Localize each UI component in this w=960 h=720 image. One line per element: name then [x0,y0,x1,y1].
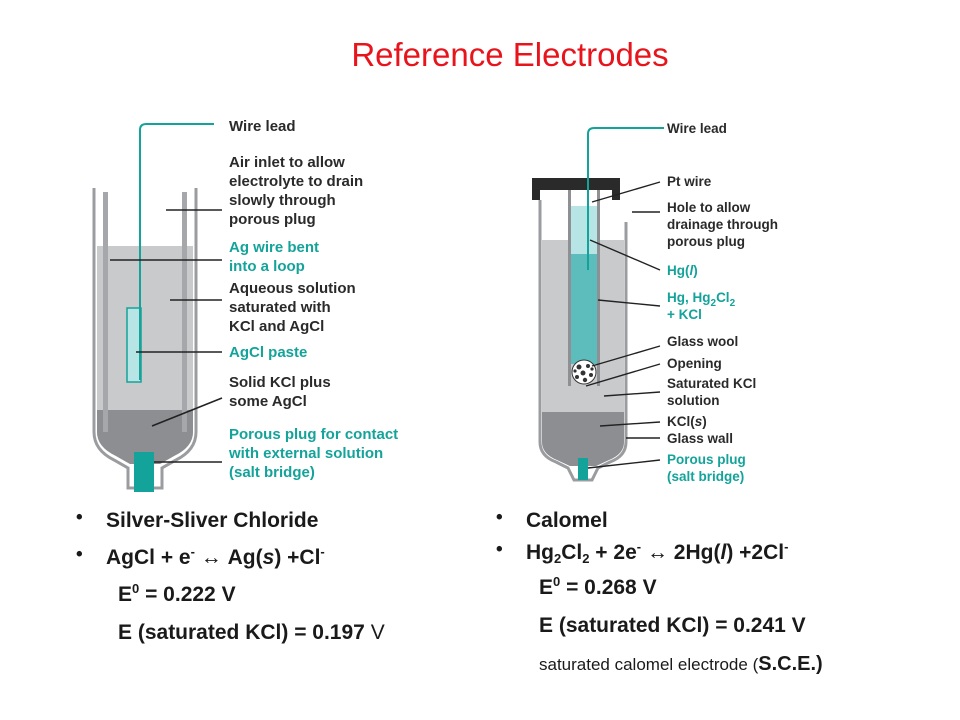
bullet-dot: • [496,539,503,560]
label-hg-mixture-2: + KCl [667,307,702,322]
air-inlet [160,198,172,210]
label-solid-kcl-2: some AgCl [229,393,307,410]
label-ag-wire-2: into a loop [229,258,305,275]
silver-chloride-reaction: AgCl + e- ↔ Ag(s) +Cl- [106,544,325,569]
drainage-hole [618,204,632,218]
glass-wool [571,359,597,385]
label-ag-wire-1: Ag wire bent [229,239,319,256]
silver-wire [139,123,214,380]
inner-tube-paste [571,254,597,364]
inner-tube-left-wall [103,192,108,432]
inner-tube-right-wall [182,192,187,432]
label-aqueous-1: Aqueous solution [229,280,356,297]
label-hg-mixture-1: Hg, Hg2Cl2 [667,290,736,309]
porous-plug [134,452,154,492]
label-hole-2: drainage through [667,217,778,232]
calomel-heading: Calomel [526,509,608,532]
solid-kcl-layer [97,410,193,464]
calomel-reaction: Hg2Cl2 + 2e- ↔ 2Hg(l) +2Cl- [526,539,789,566]
agcl-paste [126,307,142,383]
kcl-solid-layer [542,412,624,466]
aqueous-solution [97,246,193,464]
silver-chloride-heading: Silver-Sliver Chloride [106,509,319,532]
label-glass-wool: Glass wool [667,334,738,349]
calomel-sce-note: saturated calomel electrode (S.C.E.) [539,653,823,675]
inner-tube-left-wall [568,190,571,386]
label-air-inlet-3: slowly through [229,192,336,209]
label-porous-plug-2: (salt bridge) [667,469,744,484]
pt-wire [587,127,664,270]
label-wire-lead: Wire lead [229,118,296,135]
label-opening: Opening [667,356,722,371]
label-solid-kcl-1: Solid KCl plus [229,374,331,391]
label-pt-wire: Pt wire [667,174,712,189]
label-saturated-kcl-2: solution [667,393,720,408]
inner-tube-right-wall [597,190,600,386]
bullet-silver-chloride-reaction: • AgCl + e- ↔ Ag(s) +Cl- [76,544,325,570]
bullet-dot: • [76,507,83,528]
inner-tube-hg [571,206,597,254]
bullet-calomel: • Calomel [496,507,608,533]
calomel-e0: E0 = 0.268 V [539,574,657,599]
label-porous-2: with external solution [228,445,383,462]
label-hg-liquid: Hg(l) [667,263,698,278]
porous-plug [578,458,588,480]
label-glass-wall: Glass wall [667,431,733,446]
label-air-inlet-1: Air inlet to allow [229,154,345,171]
label-porous-1: Porous plug for contact [229,426,398,443]
silver-chloride-e-saturated: E (saturated KCl) = 0.197 V [118,621,385,644]
label-aqueous-2: saturated with [229,299,331,316]
label-air-inlet-2: electrolyte to drain [229,173,363,190]
bullet-dot: • [496,507,503,528]
label-saturated-kcl-1: Saturated KCl [667,376,756,391]
right-leader-lines [585,181,661,469]
bullet-calomel-reaction: • Hg2Cl2 + 2e- ↔ 2Hg(l) +2Cl- [496,539,789,566]
label-hole-3: porous plug [667,234,745,249]
page-title: Reference Electrodes [351,36,669,73]
calomel-electrode: Wire lead Pt wire Hole to allow drainage… [532,121,778,484]
label-aqueous-3: KCl and AgCl [229,318,324,335]
label-kcl-solid: KCl(s) [667,414,707,429]
label-hole-1: Hole to allow [667,200,751,215]
electrode-cap [532,178,620,200]
left-leader-lines [110,209,223,463]
label-agcl-paste: AgCl paste [229,344,307,361]
silver-chloride-e0: E0 = 0.222 V [118,581,236,606]
label-porous-plug-1: Porous plug [667,452,746,467]
label-porous-3: (salt bridge) [229,464,315,481]
calomel-e-saturated: E (saturated KCl) = 0.241 V [539,614,806,637]
bullet-dot: • [76,544,83,565]
bullet-silver-chloride: • Silver-Sliver Chloride [76,507,319,533]
silver-chloride-electrode: Wire lead Air inlet to allow electrolyte… [92,118,398,492]
label-wire-lead: Wire lead [667,121,727,136]
label-air-inlet-4: porous plug [229,211,316,228]
